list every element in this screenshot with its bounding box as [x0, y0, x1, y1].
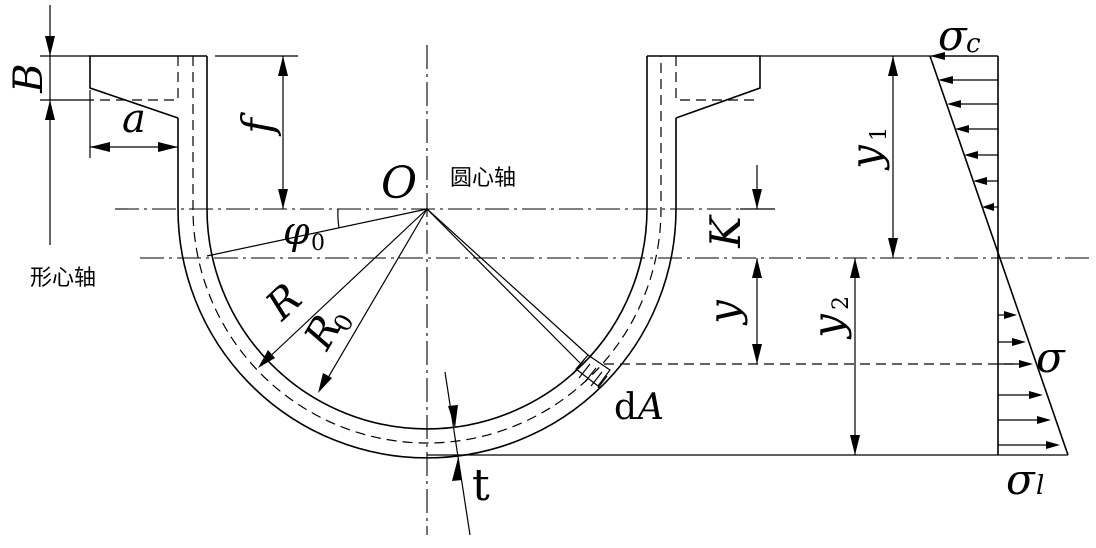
dim-y2-arrow-bottom: [850, 435, 860, 455]
dim-a-arrow-left: [90, 142, 110, 152]
label-dA-d: d: [614, 387, 637, 428]
tensile-stress-arrows: [998, 311, 1060, 449]
radius-R0-line: [321, 208, 428, 389]
u-outer-wall: [177, 118, 677, 459]
dim-y1-arrow-top: [888, 56, 898, 76]
label-y1-sub: 1: [867, 127, 892, 141]
phi0-ray: [206, 208, 428, 257]
label-sigma-c-sub: c: [966, 29, 981, 59]
dim-t-arrow-top: [448, 405, 458, 428]
dim-y2-arrow-top: [850, 258, 860, 278]
label-sigma-c: σ: [938, 11, 968, 60]
label-sigma-l: σ: [1006, 455, 1036, 504]
dA-hatched-element: [572, 354, 611, 389]
label-y2-sub: 2: [829, 296, 854, 310]
label-O: O: [381, 158, 417, 209]
radius-R-arrow: [258, 350, 275, 368]
dA-ray-2: [426, 208, 581, 364]
dim-B-arrow-top: [45, 36, 55, 56]
label-phi0-sub: 0: [311, 231, 325, 256]
right-flange-hidden: [675, 56, 760, 101]
u-midline-dashed: [192, 56, 662, 444]
left-flange: [89, 55, 207, 119]
stress-profile-line: [929, 55, 1069, 456]
dim-y-arrow-bottom: [752, 344, 762, 364]
dim-f-arrow-top: [278, 56, 288, 76]
dim-K-arrow-top: [752, 189, 762, 209]
phi0-arc: [337, 208, 340, 229]
label-B: B: [6, 63, 52, 93]
label-y2: y: [803, 313, 852, 340]
dim-y1-arrow-bottom: [888, 238, 898, 258]
label-sigma-l-sub: l: [1036, 471, 1044, 501]
dim-K-arrow-bottom: [752, 258, 762, 278]
label-y1: y: [841, 144, 890, 171]
label-a: a: [122, 96, 146, 142]
right-flange: [647, 55, 761, 119]
left-flange-hidden: [90, 56, 179, 101]
dA-ray-1: [426, 208, 589, 356]
radius-R-line: [261, 208, 428, 365]
label-y: y: [699, 299, 748, 326]
dim-t-arrow-bottom: [452, 458, 462, 481]
dim-a-arrow-right: [158, 142, 178, 152]
label-sigma: σ: [1036, 333, 1066, 382]
label-phi0: φ: [283, 209, 310, 253]
dim-f-arrow-bottom: [278, 189, 288, 209]
dim-t-line: [444, 371, 471, 536]
radius-R0-arrow: [318, 373, 332, 393]
u-inner-wall: [206, 56, 648, 430]
label-t: t: [472, 460, 490, 511]
label-f: f: [233, 112, 282, 137]
label-dA-A: A: [635, 387, 664, 428]
label-K: K: [701, 214, 750, 249]
dim-B-arrow-bottom: [45, 100, 55, 120]
compressive-stress-arrows: [930, 52, 998, 211]
label-center-axis: 圆心轴: [450, 166, 516, 191]
label-centroid-axis: 形心轴: [30, 266, 96, 291]
